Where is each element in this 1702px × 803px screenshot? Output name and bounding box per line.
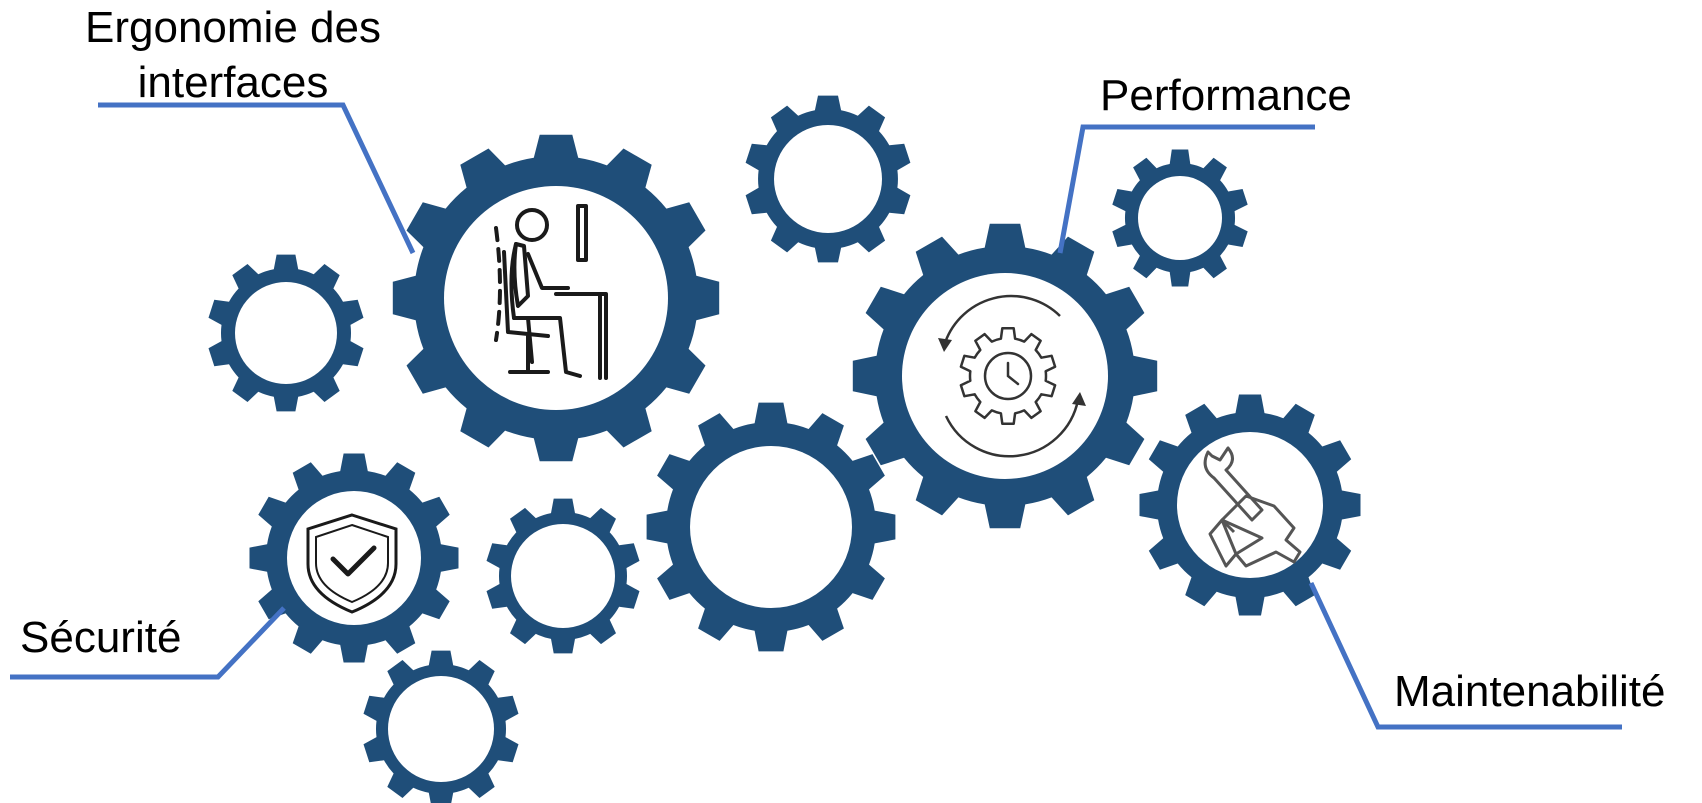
gear-clock-cycle-icon xyxy=(938,294,1086,458)
gear-hole xyxy=(235,282,337,384)
gear-hole xyxy=(511,524,615,628)
person-at-desk-icon xyxy=(494,204,608,380)
label-securite: Sécurité xyxy=(20,613,181,662)
gear-center-small xyxy=(486,498,640,654)
gear-hole xyxy=(774,125,882,233)
label-maintenabilite: Maintenabilité xyxy=(1394,667,1666,716)
gear-hole xyxy=(690,446,852,608)
gear-small-left xyxy=(208,254,364,412)
leader-line-ergonomie xyxy=(98,102,416,255)
wrench-hand-icon xyxy=(1203,446,1302,568)
gear-bottom-left xyxy=(363,650,519,803)
leader-line-maintenabilite xyxy=(1308,581,1622,730)
gear-securite xyxy=(249,453,459,663)
gear-ergonomie xyxy=(392,134,720,462)
label-ergonomie-line2: interfaces xyxy=(138,58,329,107)
gear-center-large xyxy=(646,402,896,652)
leader-lines xyxy=(10,102,1622,730)
gear-hole xyxy=(388,676,494,782)
gear-hole xyxy=(1177,432,1323,578)
shield-check-icon xyxy=(306,513,398,614)
gear-hole xyxy=(444,186,668,410)
leader-line-securite xyxy=(10,606,286,680)
gear-hole xyxy=(1138,176,1222,260)
gear-top-right xyxy=(1112,149,1248,287)
gear-top-center xyxy=(745,95,911,263)
label-performance: Performance xyxy=(1100,71,1352,120)
gears-group xyxy=(208,95,1361,803)
gear-maintenabilite xyxy=(1139,394,1361,616)
leader-line-performance xyxy=(1057,124,1315,254)
label-ergonomie-line1: Ergonomie des xyxy=(85,3,381,52)
